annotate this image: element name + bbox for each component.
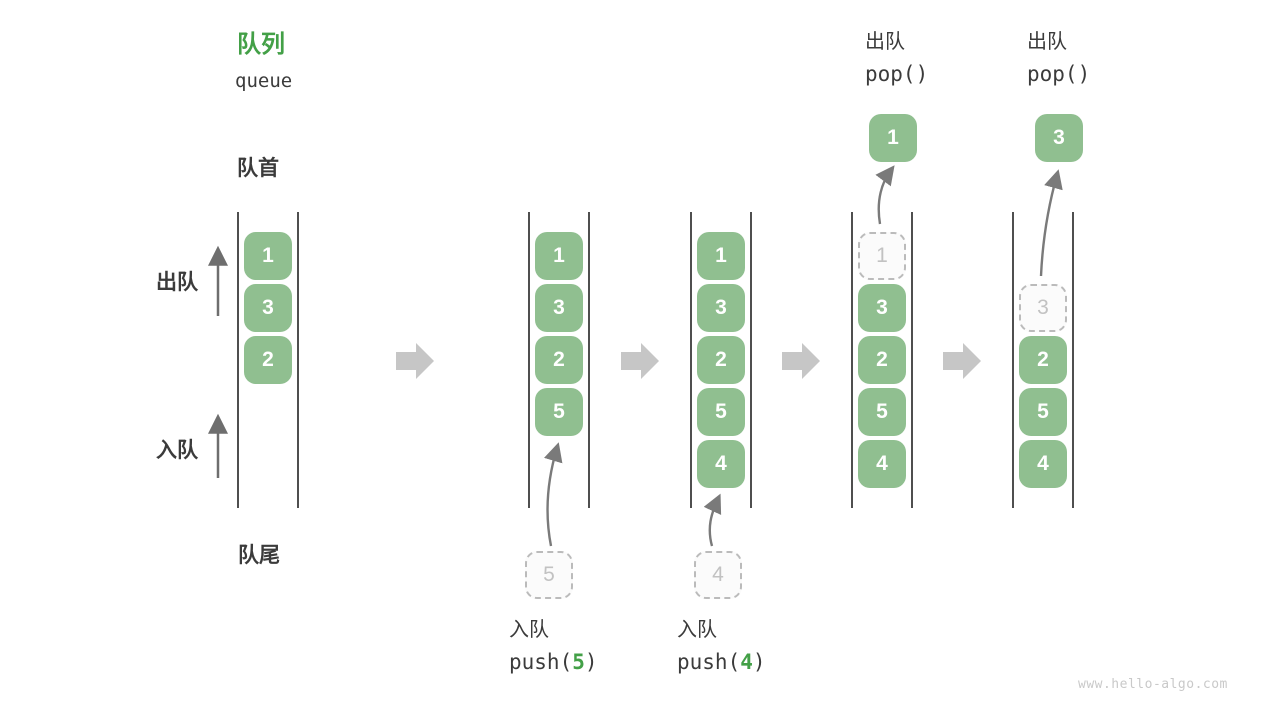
queue-wall-right-1 [297,212,299,508]
enqueue-fn-text: push( [677,650,741,674]
dequeue-caption-1: 出队 pop() [865,32,928,85]
queue-wall-left-4 [851,212,853,508]
queue-item-4-3: 2 [858,336,906,384]
queue-item-5-4: 5 [1019,388,1067,436]
step-arrow-icon-3 [782,343,820,379]
queue-item-2-3: 2 [535,336,583,384]
dequeue-caption-1-zh: 出队 [865,31,905,53]
queue-item-1-3: 2 [244,336,292,384]
queue-item-3-1: 1 [697,232,745,280]
queue-item-3-3: 2 [697,336,745,384]
enqueue-caption-1-code: push(5) [509,652,598,673]
queue-wall-left-5 [1012,212,1014,508]
queue-item-3-5: 4 [697,440,745,488]
queue-item-1-1: 1 [244,232,292,280]
queue-wall-right-3 [750,212,752,508]
queue-wall-left-2 [528,212,530,508]
enqueue-close-text: ) [584,650,598,674]
enqueue-caption-2-zh: 入队 [677,619,717,641]
queue-item-2-2: 3 [535,284,583,332]
popped-item-5: 3 [1035,114,1083,162]
dequeue-caption-2-zh: 出队 [1027,31,1067,53]
enqueue-caption-2-code: push(4) [677,652,766,673]
queue-item-3-2: 3 [697,284,745,332]
queue-wall-right-5 [1072,212,1074,508]
queue-item-5-5: 4 [1019,440,1067,488]
watermark: www.hello-algo.com [1078,677,1228,692]
step-arrow-icon-4 [943,343,981,379]
queue-item-4-4: 5 [858,388,906,436]
incoming-item-2: 5 [525,551,573,599]
dequeue-arrow-icon-2 [1039,169,1063,277]
queue-wall-right-4 [911,212,913,508]
queue-item-dashed-4-1: 1 [858,232,906,280]
queue-item-4-2: 3 [858,284,906,332]
queue-item-dashed-5-2: 3 [1019,284,1067,332]
queue-item-5-3: 2 [1019,336,1067,384]
queue-item-2-4: 5 [535,388,583,436]
dequeue-caption-2: 出队 pop() [1027,32,1090,85]
diagram-title-zh: 队列 [237,31,285,58]
dequeue-caption-1-code: pop() [865,62,929,86]
label-dequeue-side: 出队 [156,271,198,294]
queue-wall-left-1 [237,212,239,508]
incoming-item-3: 4 [694,551,742,599]
popped-item-4: 1 [869,114,917,162]
dequeue-caption-2-code: pop() [1027,62,1091,86]
enqueue-arg-text: 5 [572,650,585,674]
enqueue-close-text: ) [752,650,766,674]
label-queue-front: 队首 [237,157,279,180]
queue-item-1-2: 3 [244,284,292,332]
queue-item-4-5: 4 [858,440,906,488]
step-arrow-icon-1 [396,343,434,379]
enqueue-fn-text: push( [509,650,573,674]
enqueue-caption-2: 入队 push(4) [677,620,766,673]
enqueue-arrow-icon-2 [703,493,722,547]
queue-item-3-4: 5 [697,388,745,436]
enqueue-caption-1-zh: 入队 [509,619,549,641]
label-queue-rear: 队尾 [238,544,280,567]
queue-item-2-1: 1 [535,232,583,280]
step-arrow-icon-2 [621,343,659,379]
diagram-title-en: queue [235,70,293,92]
enqueue-arg-text: 4 [740,650,753,674]
label-enqueue-side: 入队 [156,439,198,462]
enqueue-caption-1: 入队 push(5) [509,620,598,673]
queue-wall-left-3 [690,212,692,508]
dequeue-arrow-icon-1 [875,165,895,225]
enqueue-arrow-icon-1 [544,442,563,547]
queue-wall-right-2 [588,212,590,508]
